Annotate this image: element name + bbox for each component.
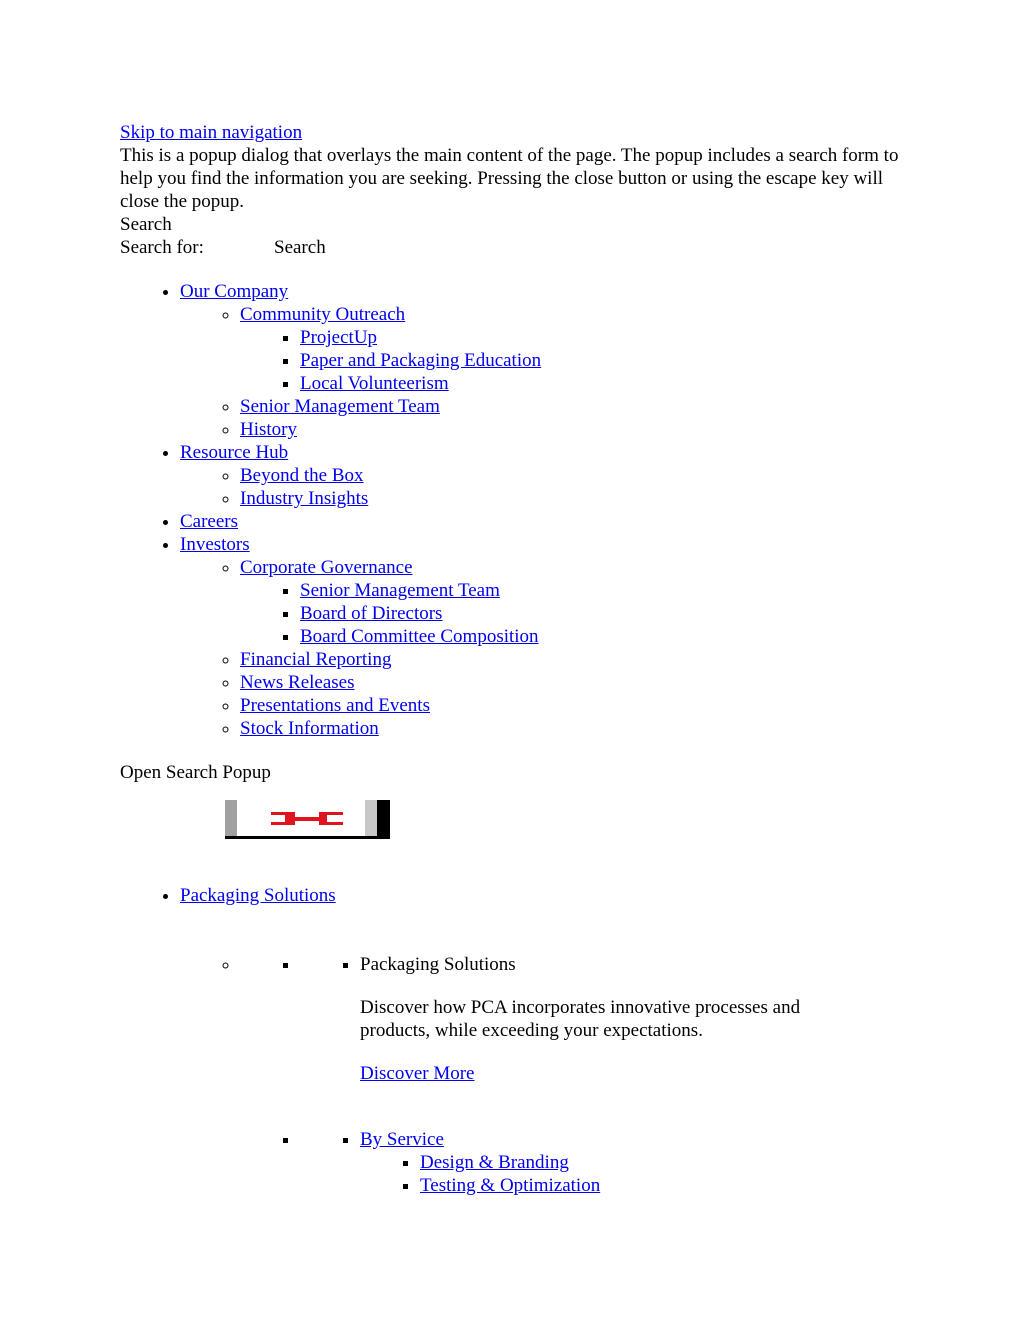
nav-item-stock-information: Stock Information [240, 717, 900, 740]
nav-item-gov-senior-management-team: Senior Management Team [300, 579, 900, 602]
main-nav: Our Company Community Outreach ProjectUp… [120, 280, 900, 740]
nav-link-paper-packaging-education[interactable]: Paper and Packaging Education [300, 350, 542, 371]
logo-black-edge [377, 800, 390, 839]
nav-link-senior-management-team[interactable]: Senior Management Team [240, 396, 440, 417]
services-list: By Service Design & Branding Testing & O… [300, 1128, 900, 1197]
logo-gray-band-left [225, 800, 237, 836]
nav-item-projectup: ProjectUp [300, 326, 900, 349]
pca-logo[interactable] [225, 800, 390, 839]
page: Skip to main navigation This is a popup … [120, 121, 900, 1197]
nav-item-design-branding: Design & Branding [420, 1151, 900, 1174]
search-form: Search for: Search [120, 236, 900, 259]
submenu-resource-hub: Beyond the Box Industry Insights [180, 464, 900, 510]
nav-item-local-volunteerism: Local Volunteerism [300, 372, 900, 395]
mega-menu-column-services: By Service Design & Branding Testing & O… [300, 1105, 900, 1197]
nav-link-projectup[interactable]: ProjectUp [300, 327, 378, 348]
nav-item-community-outreach: Community Outreach ProjectUp Paper and P… [240, 303, 900, 395]
nav-link-local-volunteerism[interactable]: Local Volunteerism [300, 373, 449, 394]
logo-gray-band-right [365, 800, 377, 836]
logo-bottom-edge [225, 836, 377, 839]
submenu-investors: Corporate Governance Senior Management T… [180, 556, 900, 740]
nav-item-testing-optimization: Testing & Optimization [420, 1174, 900, 1197]
promo-list: Packaging Solutions Discover how PCA inc… [300, 953, 900, 1085]
nav-link-testing-optimization[interactable]: Testing & Optimization [420, 1175, 601, 1196]
mega-menu-columns: Packaging Solutions Discover how PCA inc… [240, 930, 900, 1197]
logo-red-mark [271, 812, 343, 825]
search-heading: Search [120, 214, 172, 235]
nav-link-stock-information[interactable]: Stock Information [240, 718, 379, 739]
nav-item-financial-reporting: Financial Reporting [240, 648, 900, 671]
popup-description: This is a popup dialog that overlays the… [120, 145, 899, 212]
nav-link-our-company[interactable]: Our Company [180, 281, 289, 302]
submenu-packaging-solutions: Packaging Solutions Discover how PCA inc… [180, 907, 900, 1197]
nav-link-careers[interactable]: Careers [180, 511, 239, 532]
nav-item-news-releases: News Releases [240, 671, 900, 694]
nav-link-beyond-the-box[interactable]: Beyond the Box [240, 465, 364, 486]
nav-item-investors: Investors Corporate Governance Senior Ma… [180, 533, 900, 740]
promo-item: Packaging Solutions Discover how PCA inc… [360, 953, 900, 1085]
nav-item-board-committee-composition: Board Committee Composition [300, 625, 900, 648]
pca-logo-icon [225, 800, 390, 839]
nav-item-history: History [240, 418, 900, 441]
nav-link-resource-hub[interactable]: Resource Hub [180, 442, 289, 463]
nav-link-community-outreach[interactable]: Community Outreach [240, 304, 406, 325]
nav-link-design-branding[interactable]: Design & Branding [420, 1152, 569, 1173]
submenu-our-company: Community Outreach ProjectUp Paper and P… [180, 303, 900, 441]
nav-link-by-service[interactable]: By Service [360, 1129, 444, 1150]
search-label: Search for: [120, 237, 204, 258]
nav-link-news-releases[interactable]: News Releases [240, 672, 355, 693]
nav-link-industry-insights[interactable]: Industry Insights [240, 488, 369, 509]
mega-menu-column-promo: Packaging Solutions Discover how PCA inc… [300, 930, 900, 1085]
discover-more-link[interactable]: Discover More [360, 1063, 475, 1084]
skip-to-main-navigation-link[interactable]: Skip to main navigation [120, 122, 303, 143]
search-button[interactable]: Search [274, 237, 326, 258]
nav-item-resource-hub: Resource Hub Beyond the Box Industry Ins… [180, 441, 900, 510]
promo-text: Discover how PCA incorporates innovative… [360, 997, 801, 1041]
submenu-by-service: Design & Branding Testing & Optimization [360, 1151, 900, 1197]
nav-link-packaging-solutions[interactable]: Packaging Solutions [180, 885, 336, 906]
nav-link-financial-reporting[interactable]: Financial Reporting [240, 649, 392, 670]
nav-item-paper-packaging-education: Paper and Packaging Education [300, 349, 900, 372]
nav-link-gov-senior-management-team[interactable]: Senior Management Team [300, 580, 500, 601]
nav-item-senior-management-team: Senior Management Team [240, 395, 900, 418]
nav-item-careers: Careers [180, 510, 900, 533]
packaging-nav: Packaging Solutions Packaging Solutions … [120, 884, 900, 1197]
nav-link-board-committee-composition[interactable]: Board Committee Composition [300, 626, 539, 647]
submenu-community-outreach: ProjectUp Paper and Packaging Education … [240, 326, 900, 395]
promo-title: Packaging Solutions [360, 954, 516, 975]
nav-link-history[interactable]: History [240, 419, 297, 440]
nav-link-board-of-directors[interactable]: Board of Directors [300, 603, 443, 624]
nav-item-packaging-solutions: Packaging Solutions Packaging Solutions … [180, 884, 900, 1197]
mega-menu-container: Packaging Solutions Discover how PCA inc… [240, 907, 900, 1197]
nav-item-board-of-directors: Board of Directors [300, 602, 900, 625]
nav-item-corporate-governance: Corporate Governance Senior Management T… [240, 556, 900, 648]
nav-item-presentations-events: Presentations and Events [240, 694, 900, 717]
nav-link-corporate-governance[interactable]: Corporate Governance [240, 557, 413, 578]
nav-item-by-service: By Service Design & Branding Testing & O… [360, 1128, 900, 1197]
nav-link-presentations-events[interactable]: Presentations and Events [240, 695, 430, 716]
nav-item-industry-insights: Industry Insights [240, 487, 900, 510]
nav-link-investors[interactable]: Investors [180, 534, 250, 555]
nav-item-beyond-the-box: Beyond the Box [240, 464, 900, 487]
nav-item-our-company: Our Company Community Outreach ProjectUp… [180, 280, 900, 441]
submenu-corporate-governance: Senior Management Team Board of Director… [240, 579, 900, 648]
open-search-popup-button[interactable]: Open Search Popup [120, 762, 271, 783]
